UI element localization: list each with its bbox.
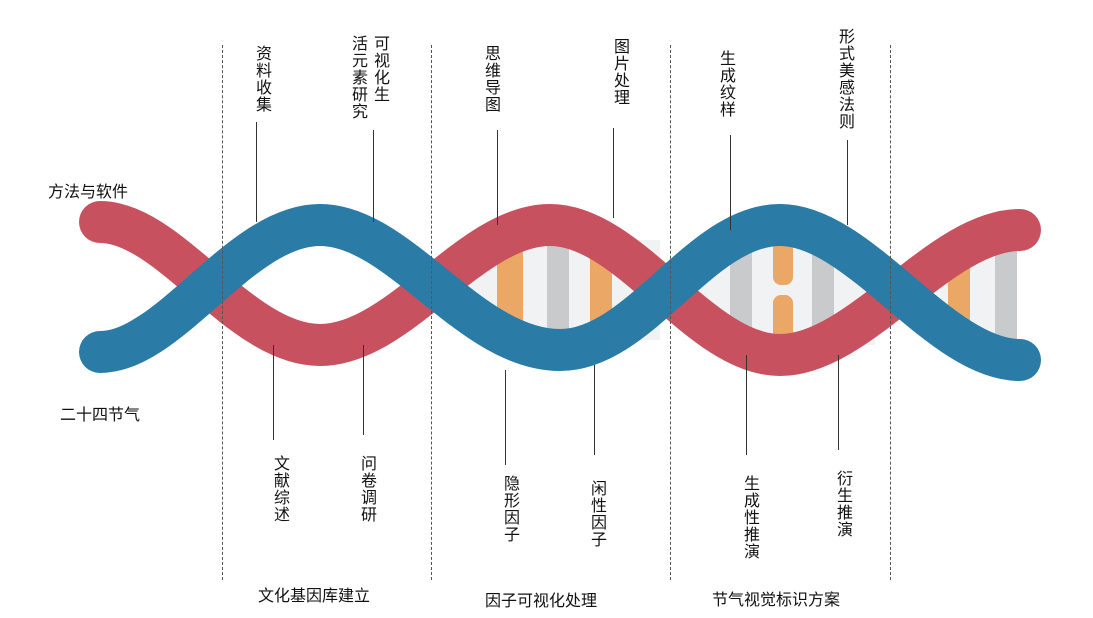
connector-line [273, 345, 274, 440]
rung-orange-top [773, 240, 793, 285]
bottom-label: 闲性因子 [588, 480, 607, 548]
connector-line [256, 122, 257, 222]
section-divider [670, 45, 671, 580]
section-label: 因子可视化处理 [485, 591, 598, 610]
left-label-solar-terms: 二十四节气 [60, 405, 141, 424]
connector-line [730, 135, 731, 230]
section-divider [431, 45, 432, 580]
connector-line [847, 140, 848, 225]
section-divider [222, 45, 223, 580]
connector-line [594, 365, 595, 455]
bottom-label: 生成性推演 [741, 475, 760, 560]
red-strand [79, 201, 1041, 377]
connector-line [838, 355, 839, 450]
rung-gray [547, 235, 569, 345]
top-label: 形式美感法则 [836, 28, 855, 130]
top-label: 思维导图 [482, 45, 501, 113]
connector-line [373, 130, 374, 222]
bottom-label: 文献综述 [271, 455, 290, 523]
connector-line [497, 130, 498, 225]
top-label: 活元素研究 [349, 35, 368, 120]
section-divider [890, 45, 891, 580]
blue-strand [79, 203, 1041, 381]
section-label: 文化基因库建立 [258, 586, 371, 605]
top-label: 可视化生 [371, 35, 390, 103]
rung-gray [995, 240, 1017, 340]
top-label: 资料收集 [253, 45, 272, 113]
top-label: 图片处理 [611, 38, 630, 106]
bottom-label: 隐形因子 [501, 475, 520, 543]
bottom-label: 问卷调研 [358, 455, 377, 523]
connector-line [613, 128, 614, 218]
connector-line [746, 355, 747, 455]
rung-orange-bottom [773, 295, 793, 340]
connector-line [363, 345, 364, 435]
bottom-label: 衍生推演 [834, 470, 853, 538]
left-label-methods: 方法与软件 [48, 182, 129, 201]
section-label: 节气视觉标识方案 [712, 590, 841, 609]
top-label: 生成纹样 [717, 50, 736, 118]
connector-line [505, 370, 506, 465]
